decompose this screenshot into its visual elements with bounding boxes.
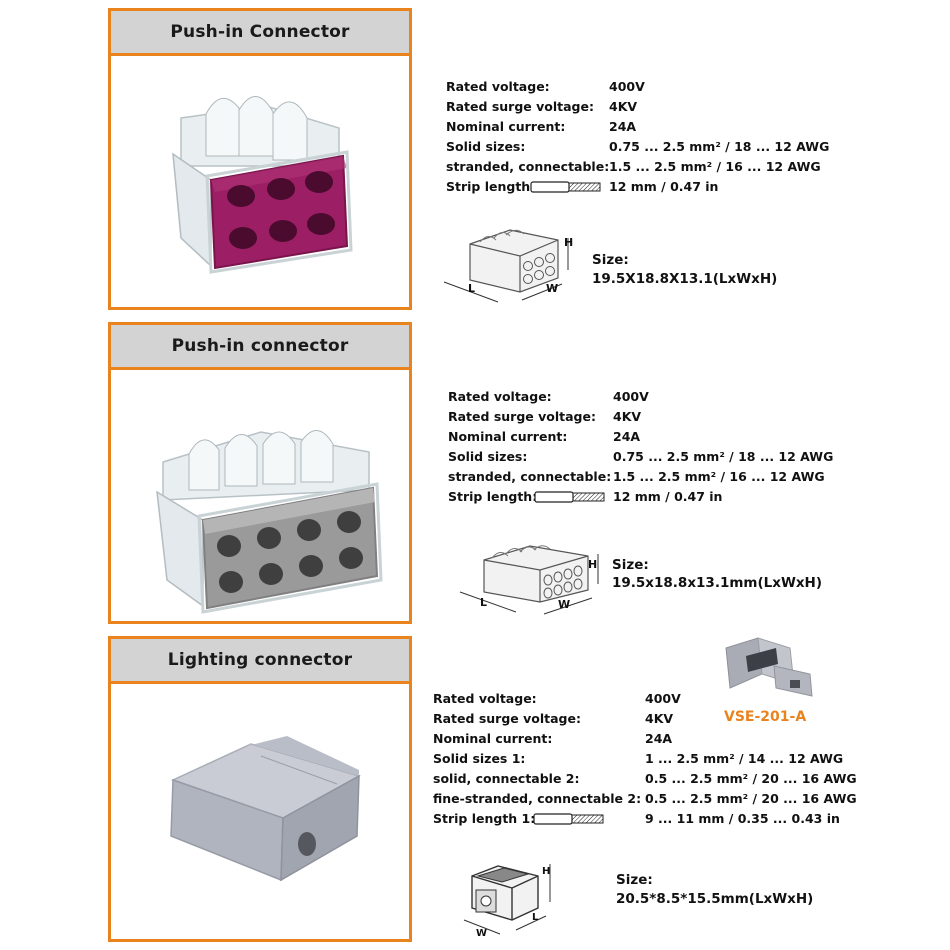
- spec-label: solid, connectable 2:: [433, 771, 580, 786]
- size-value: 20.5*8.5*15.5mm(LxWxH): [616, 891, 814, 907]
- push-in-connector-magenta-icon: [172, 96, 353, 274]
- vse-201-a-connector-icon: [725, 637, 813, 697]
- dim-w-label: W: [476, 928, 488, 939]
- spec-list-3: Rated voltage: 400V Rated surge voltage:…: [433, 691, 873, 831]
- stripped-wire-icon: [534, 491, 605, 503]
- dim-h-label: H: [542, 866, 551, 877]
- spec-label: Rated voltage:: [433, 691, 537, 706]
- dim-h-label: H: [564, 236, 574, 249]
- size-value: 19.5X18.8X13.1(LxWxH): [592, 271, 778, 287]
- product-panel-1: Push-in Connector: [108, 8, 412, 310]
- dim-l-label: L: [480, 596, 488, 609]
- spec-label: Rated voltage:: [446, 79, 550, 94]
- dim-h-label: H: [588, 558, 598, 571]
- spec-value: 0.5 ... 2.5 mm² / 20 ... 16 AWG: [645, 771, 857, 786]
- spec-label: Rated surge voltage:: [448, 409, 596, 424]
- product-image: [111, 370, 409, 624]
- spec-value: 0.75 ... 2.5 mm² / 18 ... 12 AWG: [609, 139, 830, 154]
- size-label: Size:: [612, 557, 649, 573]
- spec-label: Nominal current:: [446, 119, 566, 134]
- spec-value: 400V: [609, 79, 645, 94]
- spec-value: 12 mm / 0.47 in: [613, 489, 723, 504]
- spec-value: 24A: [613, 429, 641, 444]
- size-label: Size:: [592, 252, 629, 268]
- dimension-drawing: [463, 864, 551, 935]
- spec-list-2: Rated voltage: 400V Rated surge voltage:…: [448, 389, 868, 509]
- push-in-connector-grey-icon: [156, 430, 383, 614]
- product-panel-3: Lighting connector: [108, 636, 412, 942]
- product-title: Push-in connector: [111, 325, 409, 370]
- size-value: 19.5x18.8x13.1mm(LxWxH): [612, 575, 823, 591]
- spec-label: Nominal current:: [433, 731, 553, 746]
- spec-value: 1.5 ... 2.5 mm² / 16 ... 12 AWG: [609, 159, 821, 174]
- spec-label: Strip length:: [448, 489, 538, 504]
- spec-value: 1.5 ... 2.5 mm² / 16 ... 12 AWG: [613, 469, 825, 484]
- spec-label: Solid sizes:: [448, 449, 528, 464]
- spec-label: Rated surge voltage:: [446, 99, 594, 114]
- spec-label: stranded, connectable:: [448, 469, 612, 484]
- dimension-drawing: [459, 545, 599, 615]
- spec-value: 4KV: [645, 711, 674, 726]
- model-label: VSE-201-A: [724, 709, 807, 725]
- product-title: Lighting connector: [111, 639, 409, 684]
- spec-value: 1 ... 2.5 mm² / 14 ... 12 AWG: [645, 751, 844, 766]
- spec-value: 9 ... 11 mm / 0.35 ... 0.43 in: [645, 811, 840, 826]
- spec-label: Solid sizes:: [446, 139, 526, 154]
- size-label: Size:: [616, 872, 653, 888]
- spec-value: 12 mm / 0.47 in: [609, 179, 719, 194]
- spec-value: 0.5 ... 2.5 mm² / 20 ... 16 AWG: [645, 791, 857, 806]
- spec-list-1: Rated voltage: 400V Rated surge voltage:…: [446, 79, 866, 199]
- stripped-wire-icon: [533, 813, 604, 825]
- spec-label: Solid sizes 1:: [433, 751, 526, 766]
- spec-value: 400V: [645, 691, 681, 706]
- spec-label: Nominal current:: [448, 429, 568, 444]
- spec-value: 0.75 ... 2.5 mm² / 18 ... 12 AWG: [613, 449, 834, 464]
- product-panel-2: Push-in connector: [108, 322, 412, 624]
- spec-label: Strip length 1:: [433, 811, 536, 826]
- product-image: [111, 56, 409, 310]
- lighting-connector-icon: [170, 736, 361, 882]
- spec-value: 4KV: [609, 99, 638, 114]
- dim-l-label: L: [468, 282, 476, 295]
- spec-value: 4KV: [613, 409, 642, 424]
- spec-label: Rated voltage:: [448, 389, 552, 404]
- product-title: Push-in Connector: [111, 11, 409, 56]
- spec-value: 24A: [609, 119, 637, 134]
- spec-label: stranded, connectable:: [446, 159, 610, 174]
- dim-l-label: L: [532, 912, 539, 923]
- spec-label: Rated surge voltage:: [433, 711, 581, 726]
- dimension-drawing: [443, 229, 569, 303]
- stripped-wire-icon: [530, 181, 601, 193]
- spec-value: 24A: [645, 731, 673, 746]
- dim-w-label: W: [558, 598, 571, 611]
- dim-w-label: W: [546, 282, 559, 295]
- spec-label: fine-stranded, connectable 2:: [433, 791, 642, 806]
- spec-label: Strip length:: [446, 179, 536, 194]
- spec-value: 400V: [613, 389, 649, 404]
- product-image: [111, 684, 409, 942]
